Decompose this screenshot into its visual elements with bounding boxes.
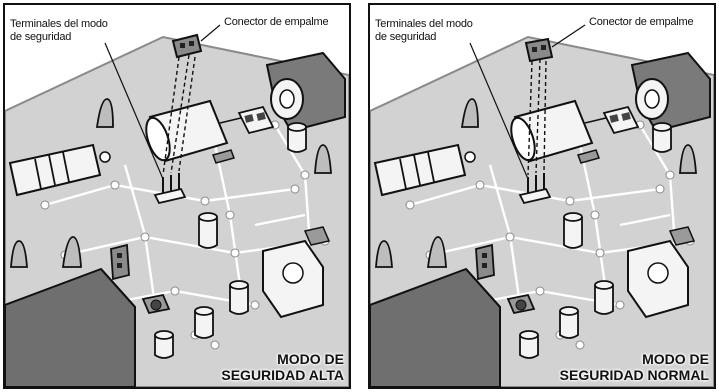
- mode-caption-line1: MODO DE: [642, 351, 709, 367]
- dc-jack: [630, 51, 711, 133]
- resistor-left: [373, 143, 476, 197]
- capacitor-large: [145, 99, 246, 163]
- terminals-label-line2: de seguridad: [9, 31, 73, 44]
- circuit-board-illustration: [5, 24, 349, 387]
- dc-jack: [265, 51, 346, 133]
- jumper-header-bottom: [475, 243, 495, 281]
- small-capacitors: [519, 122, 672, 359]
- square-component: [627, 226, 696, 319]
- relay-block: [5, 267, 136, 387]
- resistor-small: [212, 149, 235, 164]
- jumper-header-bottom: [110, 243, 130, 281]
- mode-caption-line2: SEGURIDAD NORMAL: [559, 367, 709, 383]
- callout-leaders: [469, 24, 586, 180]
- jumper-connector: [524, 37, 554, 63]
- resistor-left: [8, 143, 111, 197]
- jumper-guide-lines: [162, 54, 196, 176]
- small-capacitors: [154, 122, 307, 359]
- mode-caption-line2: SEGURIDAD ALTA: [221, 367, 344, 383]
- resistor-small: [577, 149, 600, 164]
- terminals-label-line1: Terminales del modo: [374, 18, 474, 31]
- circuit-board-illustration: [370, 24, 714, 387]
- connector-label: Conector de empalme: [588, 16, 695, 29]
- capacitor-large: [510, 99, 611, 163]
- callout-leaders: [104, 24, 221, 180]
- relay-block: [370, 267, 501, 387]
- terminals-label-line2: de seguridad: [374, 31, 438, 44]
- solder-pads: [405, 120, 695, 350]
- security-mode-terminals: [153, 173, 187, 205]
- jumper-guide-lines: [527, 58, 547, 176]
- mode-caption-line1: MODO DE: [277, 351, 344, 367]
- ic-relay-small: [237, 105, 275, 135]
- push-button: [506, 293, 536, 315]
- push-button: [141, 293, 171, 315]
- connector-label: Conector de empalme: [223, 16, 330, 29]
- upright-components: [375, 98, 697, 268]
- security-mode-terminals: [518, 173, 552, 205]
- high-security-panel: Terminales del modo de seguridad Conecto…: [3, 3, 351, 389]
- square-component: [262, 226, 331, 319]
- jumper-connector: [171, 33, 203, 59]
- terminals-label-line1: Terminales del modo: [9, 18, 109, 31]
- mode-caption: MODO DE SEGURIDAD ALTA: [221, 351, 344, 383]
- upright-components: [10, 98, 332, 268]
- ic-relay-small: [602, 105, 640, 135]
- mode-caption: MODO DE SEGURIDAD NORMAL: [560, 351, 709, 383]
- normal-security-panel: Terminales del modo de seguridad Conecto…: [368, 3, 716, 389]
